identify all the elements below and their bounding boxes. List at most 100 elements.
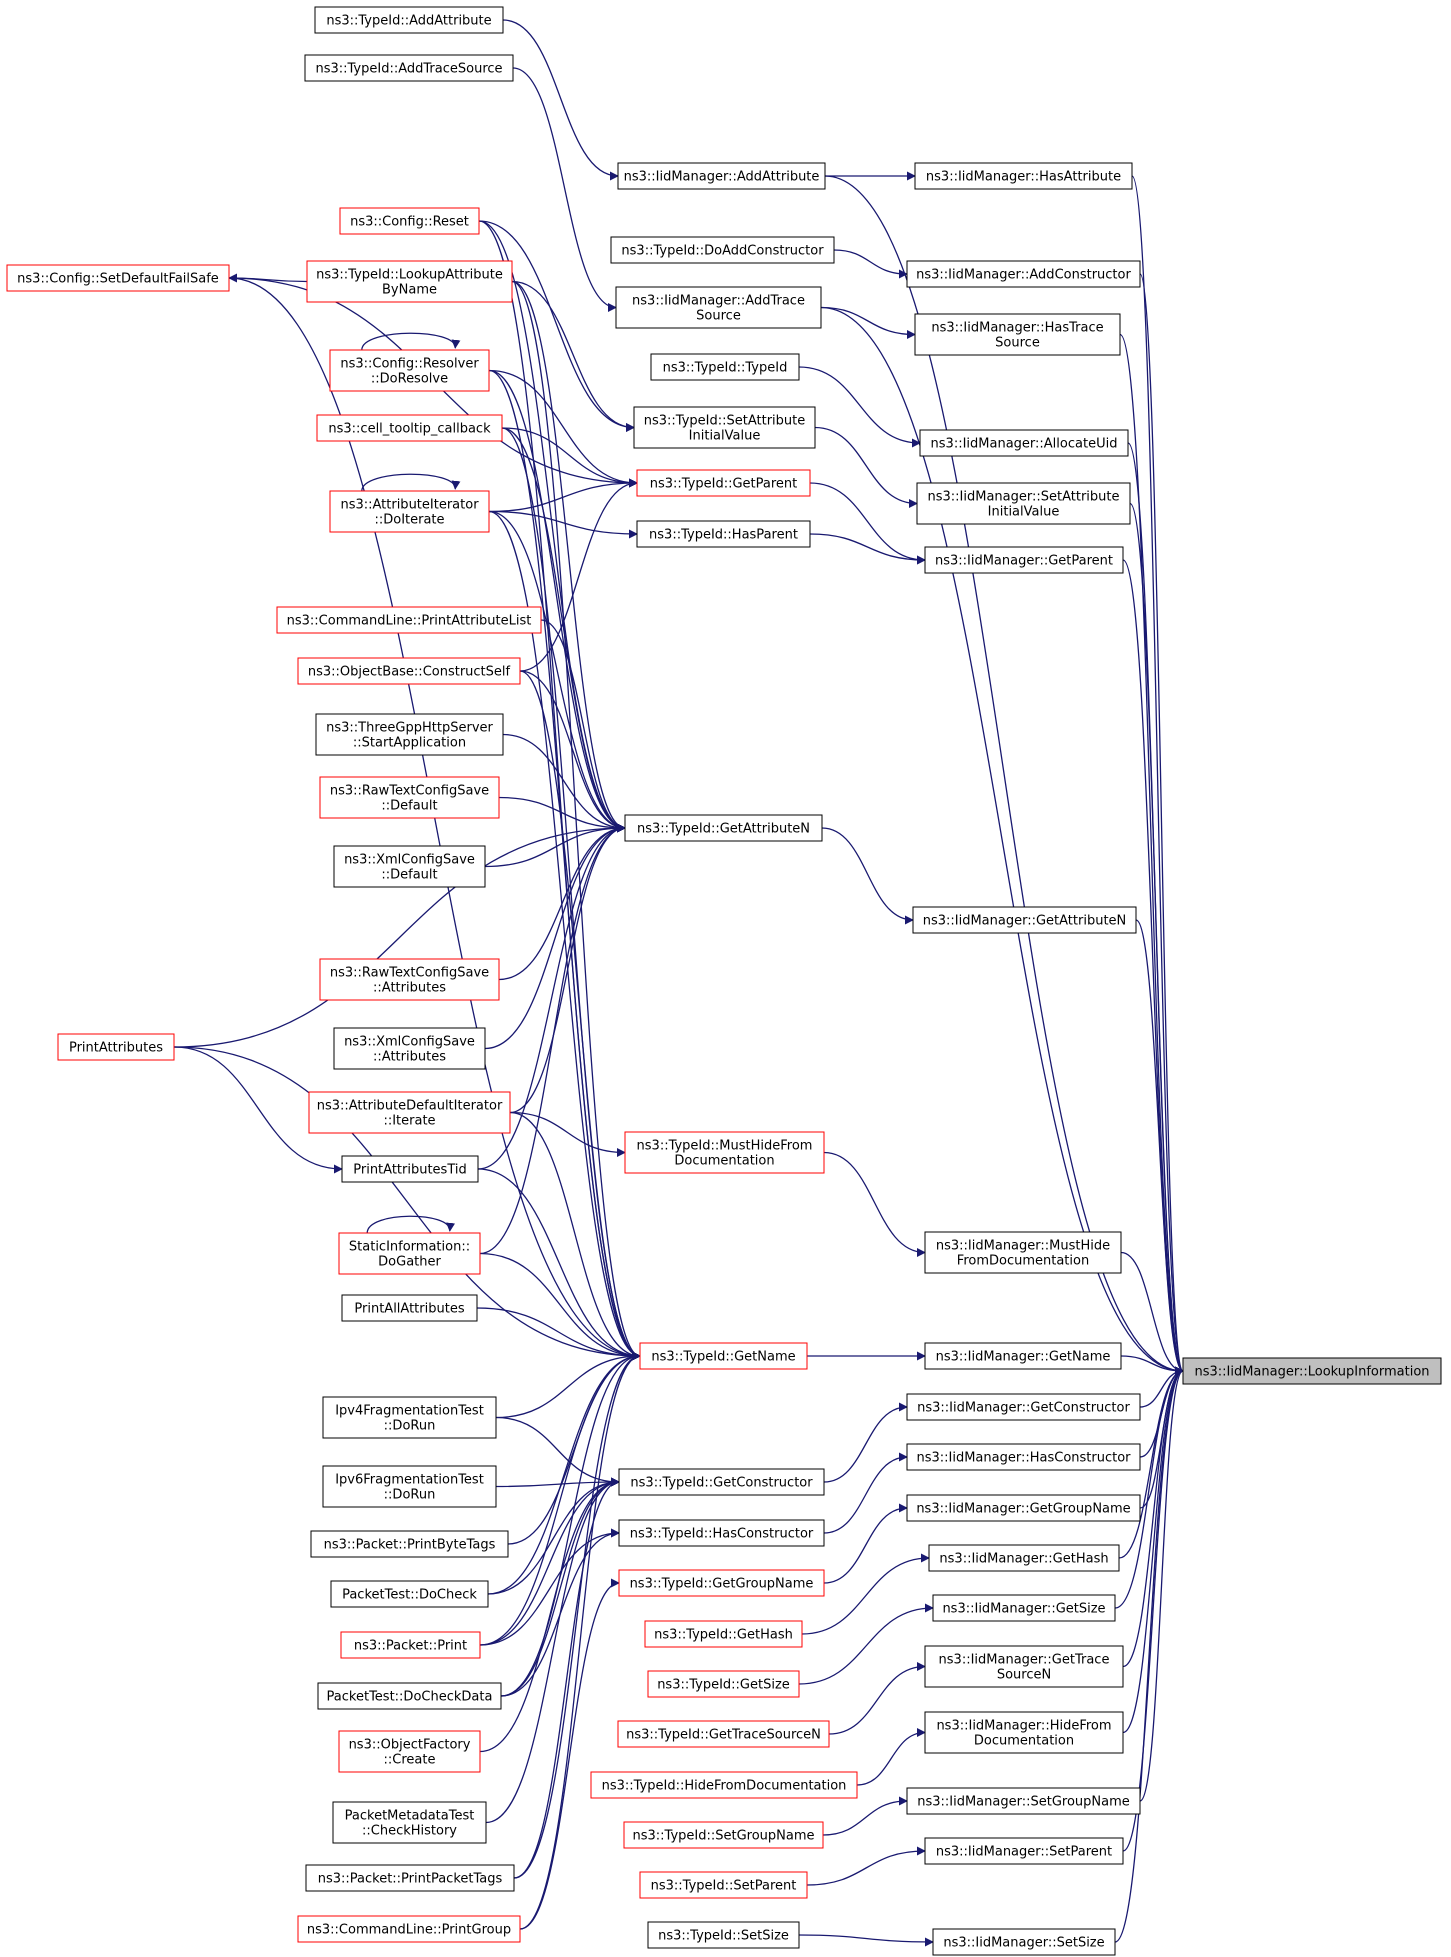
node-box — [1182, 1357, 1442, 1385]
call-edge-t_gethash-to-i_gethash — [801, 1553, 930, 1635]
node-t_hasparent[interactable]: ns3::TypeId::HasParent — [636, 520, 811, 548]
node-three_gpp[interactable]: ns3::ThreeGppHttpServer::StartApplicatio… — [315, 713, 504, 756]
node-print_all_attrs[interactable]: PrintAllAttributes — [341, 1294, 478, 1322]
node-i_addattr[interactable]: ns3::IidManager::AddAttribute — [617, 162, 826, 190]
node-pkt_docheckdata[interactable]: PacketTest::DoCheckData — [317, 1682, 502, 1710]
node-t_addtrace[interactable]: ns3::TypeId::AddTraceSource — [304, 54, 514, 82]
node-attr_def_iter[interactable]: ns3::AttributeDefaultIterator::Iterate — [308, 1091, 511, 1134]
node-obj_factory[interactable]: ns3::ObjectFactory::Create — [338, 1730, 481, 1773]
node-raw_attrs[interactable]: ns3::RawTextConfigSave::Attributes — [319, 958, 500, 1001]
node-label: PrintAttributesTid — [353, 1163, 466, 1178]
node-i_gethash[interactable]: ns3::IidManager::GetHash — [928, 1544, 1120, 1572]
node-label: ns3::IidManager::AllocateUid — [931, 437, 1118, 452]
node-static_info[interactable]: StaticInformation::DoGather — [338, 1232, 481, 1275]
call-edge-print_attrs_tid-to-t_getname — [477, 1168, 641, 1361]
node-c_doresolve[interactable]: ns3::Config::Resolver::DoResolve — [329, 349, 490, 392]
node-label: ::StartApplication — [353, 736, 466, 751]
node-i_addctor[interactable]: ns3::IidManager::AddConstructor — [906, 260, 1141, 288]
node-i_gettracen[interactable]: ns3::IidManager::GetTraceSourceN — [924, 1645, 1124, 1688]
node-t_getname[interactable]: ns3::TypeId::GetName — [639, 1342, 808, 1370]
node-t_getattrn[interactable]: ns3::TypeId::GetAttributeN — [624, 814, 823, 842]
node-c_setdefault[interactable]: ns3::Config::SetDefaultFailSafe — [6, 264, 230, 292]
node-label: ns3::TypeId::GetHash — [654, 1628, 793, 1643]
node-print_attrs[interactable]: PrintAttributes — [57, 1033, 175, 1061]
node-pkt_printbyte[interactable]: ns3::Packet::PrintByteTags — [310, 1530, 509, 1558]
node-ipv4frag[interactable]: Ipv4FragmentationTest::DoRun — [322, 1396, 497, 1439]
call-edge-t_setsize-to-i_setsize — [798, 1934, 934, 1947]
node-t_addattr[interactable]: ns3::TypeId::AddAttribute — [314, 6, 504, 34]
node-label: ns3::TypeId::AddTraceSource — [315, 62, 502, 77]
node-c_reset[interactable]: ns3::Config::Reset — [339, 207, 480, 235]
node-label: ns3::ObjectBase::ConstructSelf — [308, 665, 511, 680]
call-edge-i_hasattr-to-root — [1131, 175, 1184, 1376]
node-i_getattrn[interactable]: ns3::IidManager::GetAttributeN — [912, 906, 1137, 934]
node-box — [329, 349, 490, 392]
node-i_addtrace[interactable]: ns3::IidManager::AddTraceSource — [615, 286, 822, 329]
node-i_getctor[interactable]: ns3::IidManager::GetConstructor — [906, 1393, 1141, 1421]
node-label: ns3::IidManager::HasAttribute — [926, 170, 1121, 185]
call-edge-t_getctor-to-i_getctor — [823, 1402, 908, 1483]
node-t_getctor[interactable]: ns3::TypeId::GetConstructor — [618, 1468, 825, 1496]
node-t_hasctor[interactable]: ns3::TypeId::HasConstructor — [618, 1519, 825, 1547]
node-pkt_meta[interactable]: PacketMetadataTest::CheckHistory — [332, 1801, 487, 1844]
node-i_getparent[interactable]: ns3::IidManager::GetParent — [924, 546, 1124, 574]
node-i_setparent[interactable]: ns3::IidManager::SetParent — [924, 1837, 1124, 1865]
call-edge-t_addtrace-to-i_addtrace — [512, 67, 617, 312]
node-pkt_print[interactable]: ns3::Packet::Print — [340, 1631, 481, 1659]
node-t_gettracen[interactable]: ns3::TypeId::GetTraceSourceN — [617, 1720, 830, 1748]
node-t_setparent[interactable]: ns3::TypeId::SetParent — [639, 1871, 808, 1899]
node-pkt_docheck[interactable]: PacketTest::DoCheck — [330, 1580, 489, 1608]
node-cmd_printgroup[interactable]: ns3::CommandLine::PrintGroup — [297, 1915, 521, 1943]
node-pkt_printtags[interactable]: ns3::Packet::PrintPacketTags — [305, 1864, 515, 1892]
node-print_attrs_tid[interactable]: PrintAttributesTid — [341, 1155, 479, 1183]
node-box — [319, 776, 500, 819]
node-i_musthide[interactable]: ns3::IidManager::MustHideFromDocumentati… — [924, 1231, 1122, 1274]
node-root[interactable]: ns3::IidManager::LookupInformation — [1182, 1357, 1442, 1385]
node-label: PacketTest::DoCheckData — [327, 1690, 493, 1705]
node-box — [317, 1682, 502, 1710]
node-xml_attrs[interactable]: ns3::XmlConfigSave::Attributes — [333, 1027, 486, 1070]
node-label: ns3::AttributeIterator — [340, 498, 479, 513]
node-i_getgroup[interactable]: ns3::IidManager::GetGroupName — [906, 1494, 1141, 1522]
node-i_setattrinit[interactable]: ns3::IidManager::SetAttributeInitialValu… — [916, 482, 1131, 525]
node-t_typeid[interactable]: ns3::TypeId::TypeId — [650, 353, 800, 381]
call-edge-t_hasctor-to-i_hasctor — [823, 1452, 908, 1534]
node-i_getname[interactable]: ns3::IidManager::GetName — [924, 1342, 1122, 1370]
node-i_getsize[interactable]: ns3::IidManager::GetSize — [932, 1594, 1116, 1622]
node-i_setgroup[interactable]: ns3::IidManager::SetGroupName — [906, 1787, 1141, 1815]
node-i_setsize[interactable]: ns3::IidManager::SetSize — [932, 1928, 1116, 1956]
node-cell_tooltip[interactable]: ns3::cell_tooltip_callback — [316, 414, 503, 442]
node-label: PacketMetadataTest — [345, 1809, 475, 1824]
node-label: ns3::TypeId::GetParent — [650, 477, 798, 492]
node-box — [314, 6, 504, 34]
node-label: ::DoRun — [384, 1488, 436, 1503]
node-t_setgroup[interactable]: ns3::TypeId::SetGroupName — [623, 1821, 824, 1849]
node-t_setsize[interactable]: ns3::TypeId::SetSize — [647, 1921, 800, 1949]
call-edge-print_attrs_tid-to-t_getattrn — [477, 823, 626, 1170]
node-obj_construct[interactable]: ns3::ObjectBase::ConstructSelf — [297, 657, 521, 685]
node-t_getgroup[interactable]: ns3::TypeId::GetGroupName — [618, 1569, 825, 1597]
node-t_getsize[interactable]: ns3::TypeId::GetSize — [647, 1670, 800, 1698]
node-label: ns3::Packet::PrintByteTags — [324, 1538, 496, 1553]
node-t_doaddctor[interactable]: ns3::TypeId::DoAddConstructor — [610, 236, 835, 264]
call-edge-attr_iter-to-t_getname — [488, 510, 641, 1361]
node-t_hidefrom[interactable]: ns3::TypeId::HideFromDocumentation — [590, 1771, 858, 1799]
node-xml_default[interactable]: ns3::XmlConfigSave::Default — [333, 845, 486, 888]
node-box — [906, 1443, 1141, 1471]
node-cmd_printattr[interactable]: ns3::CommandLine::PrintAttributeList — [276, 606, 542, 634]
node-box — [310, 1530, 509, 1558]
node-t_gethash[interactable]: ns3::TypeId::GetHash — [644, 1620, 803, 1648]
node-i_hasattr[interactable]: ns3::IidManager::HasAttribute — [914, 162, 1133, 190]
node-t_getparent[interactable]: ns3::TypeId::GetParent — [636, 469, 811, 497]
node-i_alloc[interactable]: ns3::IidManager::AllocateUid — [919, 429, 1129, 457]
node-i_hidefrom[interactable]: ns3::IidManager::HideFromDocumentation — [924, 1711, 1124, 1754]
node-raw_default[interactable]: ns3::RawTextConfigSave::Default — [319, 776, 500, 819]
node-attr_iter[interactable]: ns3::AttributeIterator::DoIterate — [329, 490, 490, 533]
node-ipv6frag[interactable]: Ipv6FragmentationTest::DoRun — [322, 1465, 497, 1508]
node-box — [333, 1027, 486, 1070]
node-i_hasctor[interactable]: ns3::IidManager::HasConstructor — [906, 1443, 1141, 1471]
